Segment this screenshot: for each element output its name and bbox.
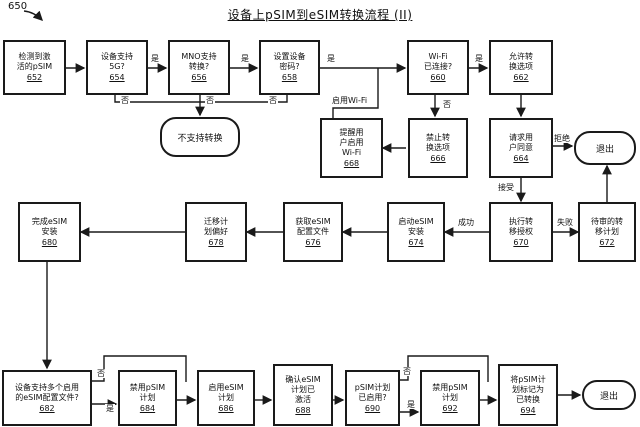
box-688-text: 确认eSIM 计划已 激活 <box>285 374 321 404</box>
box-674-text: 启动eSIM 安装 <box>398 216 434 236</box>
label-yes-658: 是 <box>326 54 336 63</box>
exit-top-text: 退出 <box>595 144 614 155</box>
box-684-number: 684 <box>139 403 156 413</box>
box-656: MNO支持 转换? 656 <box>168 40 230 95</box>
box-664-text: 请求用 户同意 <box>509 132 533 152</box>
label-success: 成功 <box>457 218 475 227</box>
label-accept: 接受 <box>497 183 515 192</box>
box-656-number: 656 <box>191 73 207 82</box>
box-652-text: 检测到激 活的pSIM <box>16 52 53 71</box>
label-no-690: 否 <box>402 367 412 376</box>
box-688: 确认eSIM 计划已 激活 688 <box>273 364 333 426</box>
label-yes-654: 是 <box>150 54 160 63</box>
box-678-number: 678 <box>208 237 224 247</box>
box-672-number: 672 <box>599 237 615 247</box>
box-676: 获取eSIM 配置文件 676 <box>283 202 343 262</box>
box-668-text: 提醒用 户启用 Wi-Fi <box>339 127 364 157</box>
box-660: Wi-Fi 已连接? 660 <box>407 40 469 95</box>
box-666-number: 666 <box>430 153 446 163</box>
box-680: 完成eSIM 安装 680 <box>18 202 81 262</box>
box-694: 将pSIM计 划标记为 已转换 694 <box>498 364 558 426</box>
box-672: 待审的转 移计划 672 <box>578 202 636 262</box>
not-supported-text: 不支持转换 <box>177 133 223 144</box>
box-654: 设备支持 5G? 654 <box>86 40 148 95</box>
box-682: 设备支持多个启用 的eSIM配置文件? 682 <box>2 370 92 426</box>
label-failure: 失败 <box>556 218 574 227</box>
box-670: 执行转 移授权 670 <box>489 202 553 262</box>
box-656-text: MNO支持 转换? <box>181 52 217 71</box>
exit-bottom-terminal: 退出 <box>582 380 636 410</box>
box-694-text: 将pSIM计 划标记为 已转换 <box>510 374 546 404</box>
exit-bottom-text: 退出 <box>599 391 618 402</box>
box-692-number: 692 <box>442 403 458 413</box>
label-no-654: 否 <box>120 96 130 105</box>
box-694-number: 694 <box>520 405 536 415</box>
box-674-number: 674 <box>408 237 424 247</box>
box-658-text: 设置设备 密码? <box>273 52 306 71</box>
box-666: 禁止转 换选项 666 <box>408 118 468 178</box>
box-652-number: 652 <box>26 73 43 82</box>
box-654-text: 设备支持 5G? <box>101 52 133 71</box>
box-670-number: 670 <box>513 237 529 247</box>
box-692-text: 禁用pSIM 计划 <box>432 382 468 402</box>
box-674: 启动eSIM 安装 674 <box>387 202 445 262</box>
box-662-text: 允许转 换选项 <box>509 52 533 71</box>
box-664-number: 664 <box>513 153 529 163</box>
label-yes-690: 是 <box>406 400 416 409</box>
box-690: pSIM计划 已启用? 690 <box>345 370 400 426</box>
diagram-title: 设备上pSIM到eSIM转换流程 (II) <box>227 8 413 22</box>
box-672-text: 待审的转 移计划 <box>591 216 623 236</box>
box-686-text: 启用eSIM 计划 <box>208 382 244 402</box>
not-supported-terminal: 不支持转换 <box>160 117 240 157</box>
box-686: 启用eSIM 计划 686 <box>197 370 255 426</box>
box-662-number: 662 <box>513 73 529 82</box>
box-670-text: 执行转 移授权 <box>509 216 533 236</box>
box-688-number: 688 <box>295 405 311 415</box>
label-yes-656: 是 <box>240 54 250 63</box>
label-no-656: 否 <box>205 96 215 105</box>
box-692: 禁用pSIM 计划 692 <box>420 370 480 426</box>
box-682-number: 682 <box>39 403 55 413</box>
label-no-660: 否 <box>442 100 452 109</box>
box-654-number: 654 <box>109 73 125 82</box>
box-660-number: 660 <box>430 73 446 82</box>
box-682-text: 设备支持多个启用 的eSIM配置文件? <box>15 382 79 402</box>
label-no-682: 否 <box>96 369 106 378</box>
box-684-text: 禁用pSIM 计划 <box>129 382 166 402</box>
box-666-text: 禁止转 换选项 <box>426 132 450 152</box>
box-660-text: Wi-Fi 已连接? <box>423 52 453 71</box>
box-652: 检测到激 活的pSIM 652 <box>3 40 66 95</box>
exit-top-terminal: 退出 <box>574 131 636 165</box>
label-yes-660: 是 <box>474 54 484 63</box>
box-668: 提醒用 户启用 Wi-Fi 668 <box>320 118 383 178</box>
box-690-text: pSIM计划 已启用? <box>354 382 391 402</box>
box-658-number: 658 <box>281 73 298 82</box>
box-676-number: 676 <box>305 237 321 247</box>
box-664: 请求用 户同意 664 <box>489 118 553 178</box>
label-enable-wifi: 启用Wi-Fi <box>331 96 369 105</box>
box-662: 允许转 换选项 662 <box>489 40 553 95</box>
box-658: 设置设备 密码? 658 <box>259 40 320 95</box>
box-680-text: 完成eSIM 安装 <box>31 216 68 236</box>
box-680-number: 680 <box>41 237 58 247</box>
box-690-number: 690 <box>364 403 381 413</box>
label-no-658: 否 <box>268 96 278 105</box>
figure-number: 650 <box>8 1 28 12</box>
box-668-number: 668 <box>343 158 360 168</box>
box-678-text: 迁移计 划偏好 <box>204 216 228 236</box>
box-684: 禁用pSIM 计划 684 <box>118 370 177 426</box>
label-yes-682: 是 <box>105 404 115 413</box>
box-686-number: 686 <box>218 403 234 413</box>
label-reject: 拒绝 <box>553 134 571 143</box>
box-678: 迁移计 划偏好 678 <box>185 202 247 262</box>
box-676-text: 获取eSIM 配置文件 <box>295 216 331 236</box>
